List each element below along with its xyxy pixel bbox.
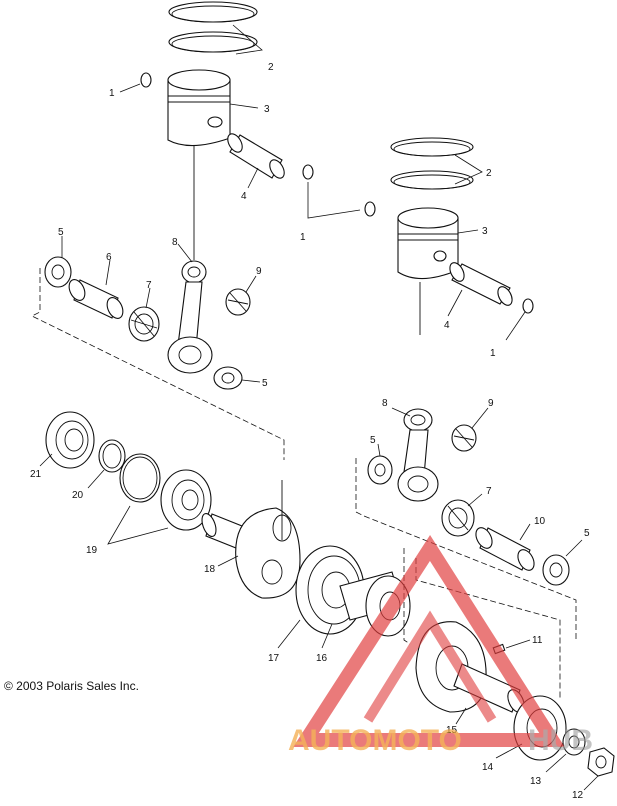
callout-top-ring: 2: [268, 62, 274, 73]
callout-right-washer-right: 5: [584, 528, 590, 539]
right-needle-bearing: [451, 424, 477, 452]
right-connecting-rod: [397, 408, 439, 502]
callout-right-ring: 2: [486, 168, 492, 179]
callout-right-pin: 4: [444, 320, 450, 331]
callout-nut: 12: [572, 790, 584, 801]
nut-12: [587, 747, 615, 777]
callout-crank-17: 17: [268, 653, 280, 664]
right-piston-pin: [449, 262, 513, 306]
right-piston-rings: [390, 137, 474, 190]
top-piston-pin: [227, 133, 285, 179]
left-bearing: [128, 306, 160, 342]
callout-right-clip: 1: [490, 348, 496, 359]
mid-clip: [302, 164, 376, 217]
top-piston: [167, 69, 231, 260]
callout-left-washer-bot: 5: [262, 378, 268, 389]
ring-19: [119, 453, 212, 531]
snap-ring-20: [98, 439, 126, 473]
right-spacer: [475, 527, 535, 571]
watermark-text-left: AUTOMOTO: [288, 724, 462, 757]
right-piston: [397, 207, 459, 335]
washer-13: [562, 728, 586, 756]
callout-left-bearing: 7: [146, 280, 152, 291]
callout-crank-half: 15: [446, 725, 458, 736]
callout-right-spacer: 10: [534, 516, 546, 527]
callout-key: 11: [532, 635, 543, 646]
callout-right-washer-left: 5: [370, 435, 376, 446]
callout-seal-14: 14: [482, 762, 494, 773]
callout-right-bearing: 7: [486, 486, 492, 497]
crankshaft-left: [201, 507, 301, 599]
top-piston-clip: [140, 72, 152, 88]
watermark-text-right: HUB: [528, 724, 593, 757]
callout-top-pin: 4: [241, 191, 247, 202]
callout-flywheel-16: 16: [316, 653, 328, 664]
callout-left-needle: 9: [256, 266, 262, 277]
right-washer-right: [542, 554, 570, 586]
callout-left-rod: 8: [172, 237, 178, 248]
right-washer-left: [367, 455, 393, 485]
left-washer-bottom: [213, 366, 243, 390]
callout-right-needle: 9: [488, 398, 494, 409]
callout-washer-13: 13: [530, 776, 542, 787]
left-washer-top: [44, 256, 72, 288]
callout-snap-20: 20: [72, 490, 84, 501]
automotohub-watermark: AUTOMOTO HUB: [288, 535, 593, 757]
copyright-notice: © 2003 Polaris Sales Inc.: [4, 679, 139, 693]
left-needle-bearing: [225, 288, 251, 316]
bearing-21: [45, 411, 95, 469]
callout-right-piston: 3: [482, 226, 488, 237]
callout-top-piston: 3: [264, 104, 270, 115]
callout-ring-19: 19: [86, 545, 98, 556]
left-connecting-rod: [167, 260, 213, 374]
right-piston-clip: [522, 298, 534, 314]
callout-bearing-21: 21: [30, 469, 42, 480]
callout-top-clip: 1: [109, 88, 115, 99]
callout-right-rod: 8: [382, 398, 388, 409]
callout-mid-clip: 1: [300, 232, 306, 243]
left-spacer: [68, 279, 124, 319]
callout-left-washer-top: 5: [58, 227, 64, 238]
callout-left-spacer: 6: [106, 252, 112, 263]
top-piston-rings: [168, 1, 258, 53]
callout-crank-18: 18: [204, 564, 216, 575]
right-bearing: [441, 499, 475, 537]
